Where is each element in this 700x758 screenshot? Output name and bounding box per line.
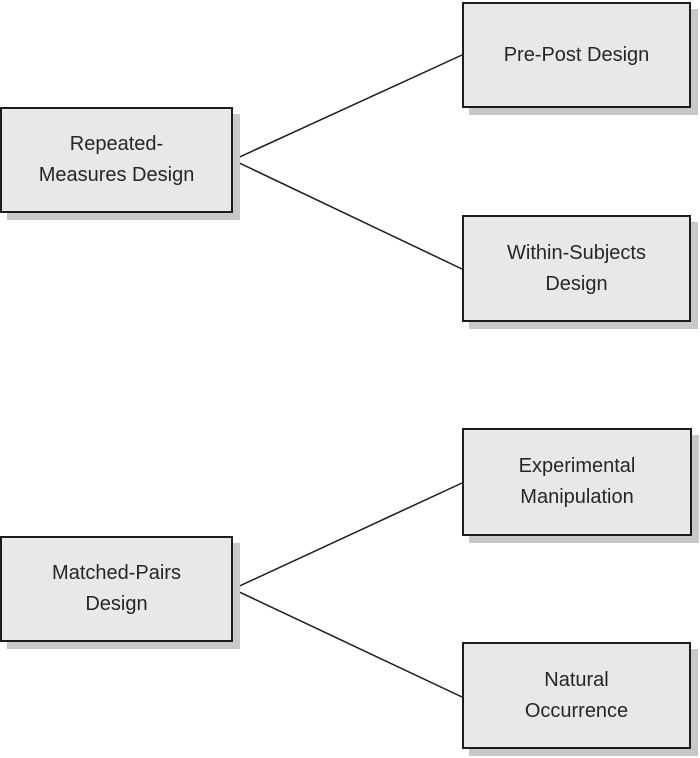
node-label: Within-Subjects Design (464, 238, 689, 300)
node-label-line: Occurrence (524, 699, 629, 722)
connector-matched-to-natural (232, 588, 463, 698)
connector-matched-to-experimental (232, 482, 463, 590)
node-label-line: Experimental (518, 455, 636, 477)
node-label: Repeated- Measures Design (2, 129, 231, 191)
node-label-line: Natural (544, 668, 609, 691)
node-label: Natural Occurrence (464, 665, 689, 727)
node-pre-post-design: Pre-Post Design (462, 2, 691, 108)
node-label-line: Design (85, 593, 148, 615)
node-label: Pre-Post Design (464, 40, 689, 71)
node-repeated-measures-design: Repeated- Measures Design (0, 107, 233, 213)
node-label: Matched-Pairs Design (2, 558, 231, 620)
node-matched-pairs-design: Matched-Pairs Design (0, 536, 233, 642)
node-label-line: Matched-Pairs (52, 562, 181, 584)
node-within-subjects-design: Within-Subjects Design (462, 215, 691, 322)
node-label-line: Repeated- (69, 133, 164, 155)
node-label-line: Design (545, 272, 608, 295)
node-experimental-manipulation: Experimental Manipulation (462, 428, 692, 536)
connector-repeated-to-withinsubjects (232, 159, 463, 270)
node-label-line: Manipulation (520, 486, 634, 508)
connector-repeated-to-prepost (232, 54, 463, 161)
node-natural-occurrence: Natural Occurrence (462, 642, 691, 749)
node-label: Experimental Manipulation (464, 451, 690, 513)
node-label-line: Pre-Post Design (503, 43, 650, 66)
node-label-line: Measures Design (38, 164, 195, 186)
node-label-line: Within-Subjects (507, 241, 646, 264)
